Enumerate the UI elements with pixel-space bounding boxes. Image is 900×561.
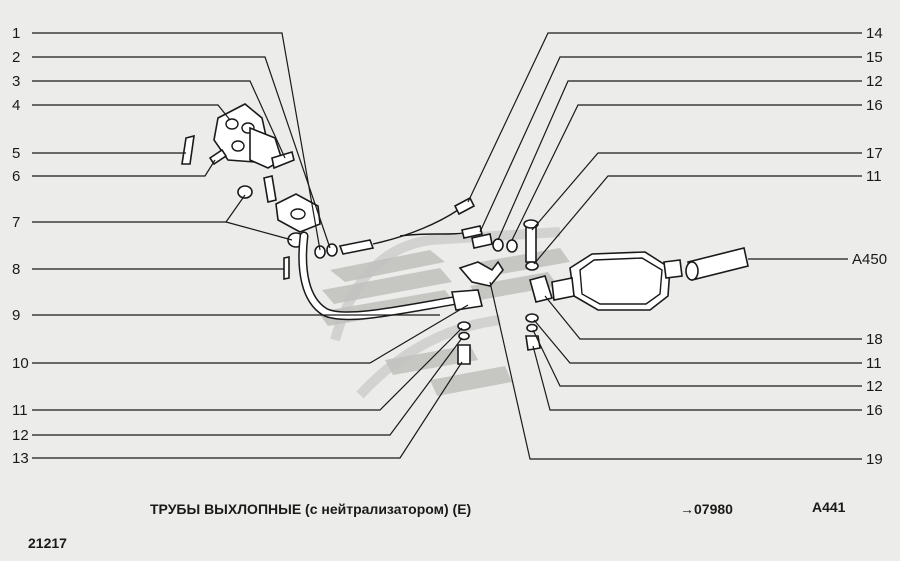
sheet-code: A441 (812, 499, 846, 515)
washers-1-2 (314, 243, 338, 259)
callout-label: 11 (12, 402, 28, 419)
pin-8 (283, 256, 290, 280)
callout-label: 16 (866, 402, 883, 419)
callout-label: 3 (12, 73, 20, 90)
pipe-flange-small (275, 193, 321, 233)
spring-washer-12 (526, 323, 538, 333)
clamp-bolt-5 (181, 134, 195, 165)
exhaust-manifold-flange (213, 103, 283, 169)
left-callouts: 1 2 3 4 5 6 7 8 9 10 11 12 13 (12, 25, 29, 467)
callout-label: 12 (866, 73, 883, 90)
callout-label: 2 (12, 49, 20, 66)
muffler-pipe-A450 (685, 247, 749, 281)
oxygen-sensor (338, 196, 483, 255)
mid-bracket-16 (471, 233, 518, 253)
hanger-19 (458, 260, 504, 287)
right-callouts: 14 15 12 16 17 11 A450 18 11 12 16 19 (852, 25, 887, 468)
callout-label: 17 (866, 145, 883, 162)
bolt-13 (457, 321, 471, 365)
callout-label: 11 (866, 355, 882, 372)
reference-code: →07980 (680, 501, 733, 517)
stud-6 (208, 148, 228, 166)
callout-label: 10 (12, 355, 29, 372)
catalytic-converter (551, 251, 683, 311)
callout-label: 12 (866, 378, 883, 395)
callout-label: 5 (12, 145, 20, 162)
washer-11-lower (525, 313, 539, 323)
callout-label: 8 (12, 261, 20, 278)
washer-11-upper (525, 261, 539, 271)
exhaust-pipe-9 (298, 231, 483, 321)
gasket-3 (271, 150, 295, 170)
callout-label: 16 (866, 97, 883, 114)
callout-label: 13 (12, 450, 29, 467)
diagram-title: ТРУБЫ ВЫХЛОПНЫЕ (с нейтрализатором) (E) (150, 501, 471, 517)
catalog-number: 21217 (28, 535, 67, 551)
callout-label: 11 (866, 168, 882, 185)
nut-16-lower (525, 335, 541, 351)
right-leader-lines (467, 32, 862, 460)
callout-label: 18 (866, 331, 883, 348)
callout-label: 9 (12, 307, 20, 324)
callout-label: 19 (866, 451, 883, 468)
callout-label: A450 (852, 251, 887, 268)
callout-label: 6 (12, 168, 20, 185)
bolt-upper (263, 175, 277, 203)
flange-18 (529, 275, 554, 303)
footer: ТРУБЫ ВЫХЛОПНЫЕ (с нейтрализатором) (E) … (28, 499, 846, 551)
callout-label: 1 (12, 25, 20, 42)
callout-label: 4 (12, 97, 20, 114)
callout-label: 7 (12, 214, 20, 231)
callout-label: 15 (866, 49, 883, 66)
left-leader-lines (32, 32, 469, 459)
callout-label: 14 (866, 25, 883, 42)
callout-label: 12 (12, 427, 29, 444)
